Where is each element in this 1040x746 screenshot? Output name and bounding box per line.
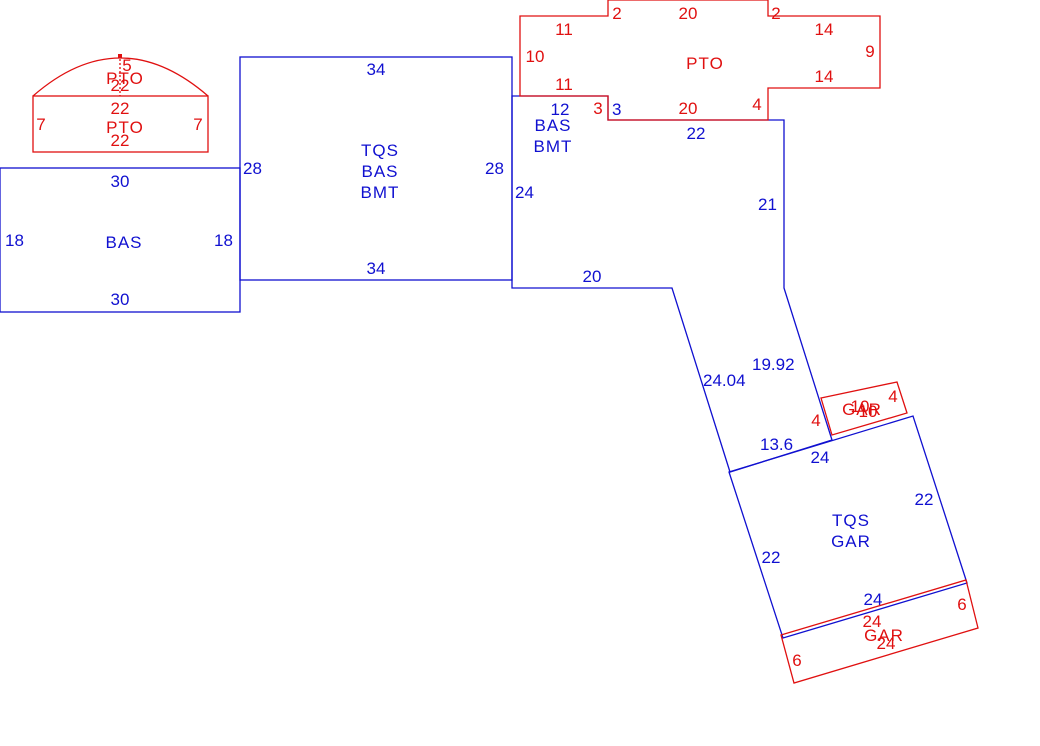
gar-small-outline [820, 381, 908, 436]
bas-left-left-dim: 18 [5, 231, 24, 250]
bmt-right-dim-24: 24 [515, 183, 534, 202]
pto-top-right-dim-11-top: 11 [555, 20, 573, 39]
pto-small-left-dim: 7 [36, 115, 45, 134]
bmt-right-area: 12 3 22 21 24 20 19.92 24.04 13.6 BAS BM… [511, 95, 833, 473]
tqs-center-top-dim: 34 [367, 60, 386, 79]
bmt-right-code-2: BMT [534, 137, 573, 156]
tqs-center-code-1: TQS [361, 141, 399, 160]
pto-small-code: PTO [106, 118, 144, 137]
bas-left-right-dim: 18 [214, 231, 233, 250]
bas-left-area: 30 30 18 18 BAS [0, 167, 241, 313]
pto-top-right-dim-10: 10 [526, 47, 545, 66]
bmt-right-dim-24-04: 24.04 [703, 371, 746, 390]
tqs-gar-code-1: TQS [832, 511, 870, 530]
gar-bottom-dim-24-bottom: 24 [877, 634, 896, 653]
pto-arc-outline [32, 57, 209, 97]
pto-top-right-dim-2-left: 2 [612, 4, 621, 23]
pto-small-right-dim: 7 [193, 115, 202, 134]
bmt-right-dim-3: 3 [612, 100, 621, 119]
tqs-center-bottom-dim: 34 [367, 259, 386, 278]
tqs-center-code-2: BAS [361, 162, 398, 181]
bmt-right-code-1: BAS [534, 116, 571, 135]
pto-top-right-outline [519, 0, 881, 121]
gar-bottom-area: 24 6 24 6 GAR [780, 579, 979, 684]
gar-small-dim-10-bottom: 10 [859, 402, 878, 421]
gar-bottom-dim-24-top: 24 [863, 612, 882, 631]
pto-small-bottom-dim: 22 [111, 131, 130, 150]
bmt-right-dim-13-6: 13.6 [760, 435, 793, 454]
pto-top-right-dim-14-bottom: 14 [815, 67, 834, 86]
pto-small-top-dim: 22 [111, 99, 130, 118]
pto-top-right-dim-11-bottom: 11 [555, 75, 573, 94]
bmt-right-dim-12: 12 [551, 100, 570, 119]
pto-arc-area: 5 PTO 22 [32, 54, 209, 97]
pto-top-right-dim-14-top: 14 [815, 20, 834, 39]
pto-arc-code: PTO [106, 69, 144, 88]
bmt-right-dim-22: 22 [687, 124, 706, 143]
gar-small-area: 10 4 10 4 GAR [811, 381, 908, 436]
tqs-gar-bottom-dim: 24 [864, 590, 883, 609]
pto-top-right-dim-2-right: 2 [771, 4, 780, 23]
bas-left-top-dim: 30 [111, 172, 130, 191]
tqs-center-right-dim: 28 [485, 159, 504, 178]
bmt-right-dim-20: 20 [583, 267, 602, 286]
pto-top-right-dim-9: 9 [865, 42, 874, 61]
bmt-right-dim-21: 21 [758, 195, 777, 214]
pto-top-right-area: 11 2 20 2 14 9 14 4 20 3 11 10 PTO [519, 0, 881, 121]
gar-bottom-dim-6-left: 6 [792, 651, 801, 670]
pto-arc-dim-5: 5 [122, 56, 131, 75]
pto-top-right-dim-20-top: 20 [679, 4, 698, 23]
pto-top-right-dim-3: 3 [593, 99, 602, 118]
tqs-gar-code-2: GAR [831, 532, 871, 551]
tqs-center-left-dim: 28 [243, 159, 262, 178]
pto-arc-dim-22: 22 [111, 76, 130, 95]
pto-arc-center-mark [118, 54, 122, 58]
tqs-gar-top-dim: 24 [811, 448, 830, 467]
tqs-gar-right-dim: 22 [915, 490, 934, 509]
gar-small-code: GAR [842, 400, 882, 419]
gar-bottom-dim-6-right: 6 [957, 595, 966, 614]
tqs-gar-left-dim: 22 [762, 548, 781, 567]
pto-top-right-dim-4: 4 [752, 95, 761, 114]
gar-bottom-outline [780, 579, 979, 684]
pto-top-right-code: PTO [686, 54, 724, 73]
gar-bottom-code: GAR [864, 626, 904, 645]
bas-left-bottom-dim: 30 [111, 290, 130, 309]
gar-small-dim-4-left: 4 [811, 411, 820, 430]
gar-small-dim-10-top: 10 [851, 397, 870, 416]
pto-top-right-dim-20-bottom: 20 [679, 99, 698, 118]
bmt-right-dim-19-92: 19.92 [752, 355, 795, 374]
bas-left-code: BAS [105, 233, 142, 252]
tqs-center-code-3: BMT [361, 183, 400, 202]
pto-small-area: 22 7 7 22 PTO [32, 95, 209, 153]
gar-small-dim-4-right: 4 [888, 387, 897, 406]
tqs-center-area: 34 34 28 28 TQS BAS BMT [239, 56, 513, 281]
